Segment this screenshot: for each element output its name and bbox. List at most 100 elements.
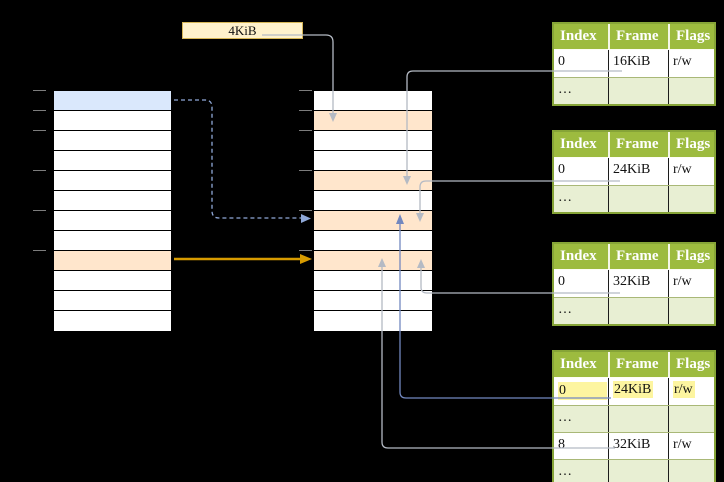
memory-row bbox=[54, 151, 171, 171]
address-tick bbox=[299, 170, 312, 171]
header-cell: Index bbox=[560, 136, 597, 152]
cell-flags: r/w bbox=[668, 270, 714, 297]
memory-row bbox=[314, 251, 432, 271]
header-cell: Index bbox=[560, 28, 597, 44]
memory-row bbox=[314, 271, 432, 291]
address-tick bbox=[299, 250, 312, 251]
header-cell: Flags bbox=[668, 244, 714, 269]
address-tick bbox=[33, 250, 46, 251]
cell-frame: 24KiB bbox=[608, 378, 668, 405]
memory-row bbox=[54, 211, 171, 231]
memory-row bbox=[314, 171, 432, 191]
table-row: … bbox=[554, 405, 714, 432]
header-cell: Frame bbox=[608, 244, 668, 269]
header-cell: Frame bbox=[608, 24, 668, 49]
cell-flags: r/w bbox=[668, 433, 714, 459]
connector-virtual-orange-page bbox=[174, 254, 312, 264]
address-tick bbox=[299, 110, 312, 111]
cell-index: 0 bbox=[558, 54, 565, 69]
cell-index: … bbox=[558, 464, 572, 479]
cell-frame: 16KiB bbox=[608, 50, 668, 77]
table-row: 0 24KiB r/w bbox=[554, 158, 714, 185]
memory-row bbox=[314, 191, 432, 211]
physical-memory-column bbox=[313, 90, 433, 332]
table-row: … bbox=[554, 185, 714, 212]
memory-row bbox=[54, 171, 171, 191]
memory-row bbox=[314, 211, 432, 231]
header-cell: Index bbox=[560, 248, 597, 264]
memory-row bbox=[314, 231, 432, 251]
header-cell: Index bbox=[560, 356, 597, 372]
address-tick bbox=[33, 130, 46, 131]
cell-flags bbox=[668, 186, 714, 212]
memory-row bbox=[314, 291, 432, 311]
memory-row bbox=[314, 131, 432, 151]
table-row: 0 16KiB r/w bbox=[554, 50, 714, 77]
header-cell: Frame bbox=[608, 132, 668, 157]
memory-row bbox=[54, 111, 171, 131]
cell-frame: 32KiB bbox=[608, 433, 668, 459]
cell-index: 0 bbox=[558, 162, 565, 177]
cell-flags: r/w bbox=[668, 50, 714, 77]
cell-frame: 24KiB bbox=[608, 158, 668, 185]
connector-virtual-blue-page bbox=[174, 99, 311, 223]
cell-frame bbox=[608, 460, 668, 482]
memory-row bbox=[54, 191, 171, 211]
cell-index: … bbox=[558, 302, 572, 317]
address-tick bbox=[33, 110, 46, 111]
page-table-1: Index Frame Flags 0 16KiB r/w … bbox=[552, 22, 716, 106]
page-table-4: Index Frame Flags 0 24KiB r/w … 8 32KiB … bbox=[552, 350, 716, 482]
memory-row bbox=[314, 91, 432, 111]
memory-row bbox=[314, 111, 432, 131]
address-tick bbox=[33, 170, 46, 171]
cell-index: 0 bbox=[558, 274, 565, 289]
cell-flags: r/w bbox=[668, 378, 714, 405]
header-cell: Flags bbox=[668, 352, 714, 377]
cell-index: … bbox=[558, 410, 572, 425]
cell-flags bbox=[668, 406, 714, 432]
page-table-2: Index Frame Flags 0 24KiB r/w … bbox=[552, 130, 716, 214]
memory-row bbox=[54, 271, 171, 291]
virtual-memory-column bbox=[53, 90, 172, 332]
page-table-header: Index Frame Flags bbox=[554, 244, 714, 270]
cell-flags bbox=[668, 460, 714, 482]
header-cell: Flags bbox=[668, 132, 714, 157]
table-row: … bbox=[554, 297, 714, 324]
address-tick bbox=[299, 210, 312, 211]
memory-row bbox=[54, 291, 171, 311]
frame-size-label: 4KiB bbox=[228, 23, 257, 38]
cell-flags bbox=[668, 78, 714, 104]
cell-frame bbox=[608, 78, 668, 104]
cell-index: … bbox=[558, 190, 572, 205]
header-cell: Frame bbox=[608, 352, 668, 377]
page-table-header: Index Frame Flags bbox=[554, 24, 714, 50]
memory-row bbox=[314, 151, 432, 171]
cell-flags: r/w bbox=[668, 158, 714, 185]
memory-row bbox=[54, 131, 171, 151]
cell-flags bbox=[668, 298, 714, 324]
cell-index: 8 bbox=[558, 437, 565, 452]
frame-size-label-box: 4KiB bbox=[182, 22, 303, 39]
page-table-header: Index Frame Flags bbox=[554, 352, 714, 378]
page-table-3: Index Frame Flags 0 32KiB r/w … bbox=[552, 242, 716, 326]
address-tick bbox=[299, 90, 312, 91]
table-row-highlighted: 0 24KiB r/w bbox=[554, 378, 714, 405]
cell-index: 0 bbox=[554, 378, 608, 405]
cell-frame: 32KiB bbox=[608, 270, 668, 297]
arrowhead-right bbox=[300, 254, 312, 264]
memory-row bbox=[54, 231, 171, 251]
table-row: … bbox=[554, 459, 714, 482]
cell-frame bbox=[608, 186, 668, 212]
header-cell: Flags bbox=[668, 24, 714, 49]
memory-row bbox=[54, 311, 171, 331]
address-tick bbox=[299, 130, 312, 131]
table-row: 8 32KiB r/w bbox=[554, 432, 714, 459]
memory-row bbox=[54, 91, 171, 111]
page-table-header: Index Frame Flags bbox=[554, 132, 714, 158]
table-row: … bbox=[554, 77, 714, 104]
cell-frame bbox=[608, 298, 668, 324]
memory-row bbox=[54, 251, 171, 271]
cell-index: … bbox=[558, 82, 572, 97]
memory-row bbox=[314, 311, 432, 331]
